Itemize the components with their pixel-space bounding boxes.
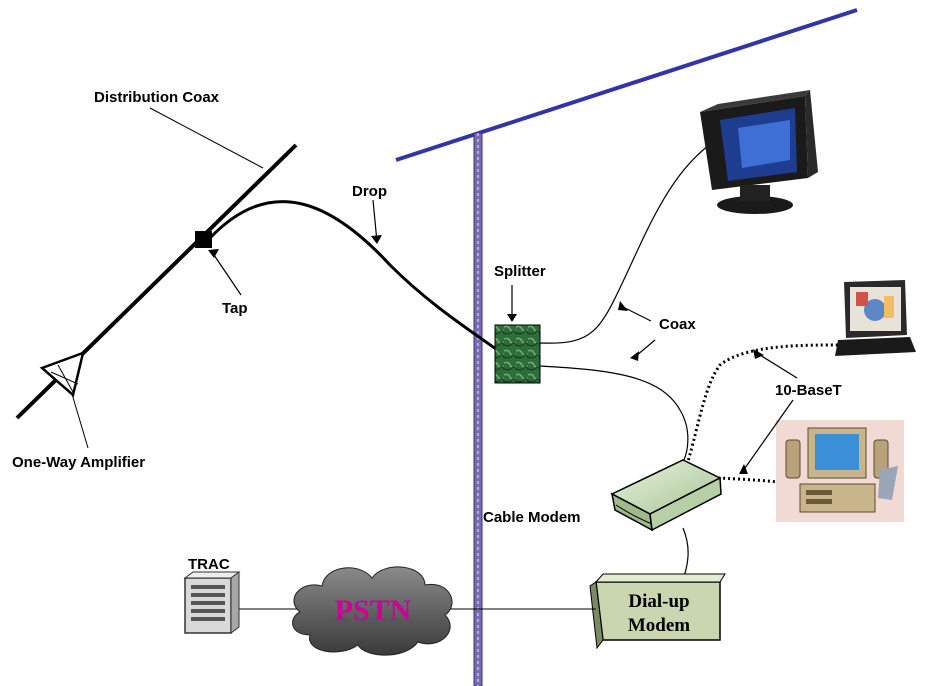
- splitter-icon: [494, 324, 541, 384]
- cable-modem-icon: [610, 459, 722, 532]
- trac-label: TRAC: [188, 556, 230, 573]
- one-way-amplifier-label: One-Way Amplifier: [12, 454, 145, 471]
- dialup-modem-icon: Dial-up Modem: [589, 573, 726, 650]
- pstn-cloud-icon: PSTN: [292, 566, 453, 656]
- coax-to-cable-modem: [539, 365, 689, 463]
- trac-server-icon: [183, 571, 241, 634]
- drop-label: Drop: [352, 183, 387, 200]
- coax-label: Coax: [659, 316, 696, 333]
- drop-cable: [208, 200, 501, 354]
- pstn-label: PSTN: [335, 594, 412, 627]
- dialup-modem-label-line2: Modem: [628, 615, 690, 636]
- distribution-coax-label: Distribution Coax: [94, 89, 220, 106]
- leader-lines: [71, 107, 798, 474]
- tap-icon: [195, 231, 212, 248]
- house-roof-line: [395, 8, 858, 162]
- splitter-label: Splitter: [494, 263, 546, 280]
- ten-base-t-label: 10-BaseT: [775, 382, 842, 399]
- laptop-icon: [835, 280, 916, 356]
- ethernet-cable-laptop: [685, 343, 839, 466]
- cable-modem-label: Cable Modem: [483, 509, 581, 526]
- one-way-amplifier-icon: [39, 351, 85, 398]
- dialup-modem-label-line1: Dial-up: [628, 591, 689, 612]
- coax-to-tv: [539, 139, 716, 344]
- tap-label: Tap: [222, 300, 248, 317]
- desktop-pc-icon: [776, 420, 904, 522]
- tv-monitor-icon: [700, 90, 818, 214]
